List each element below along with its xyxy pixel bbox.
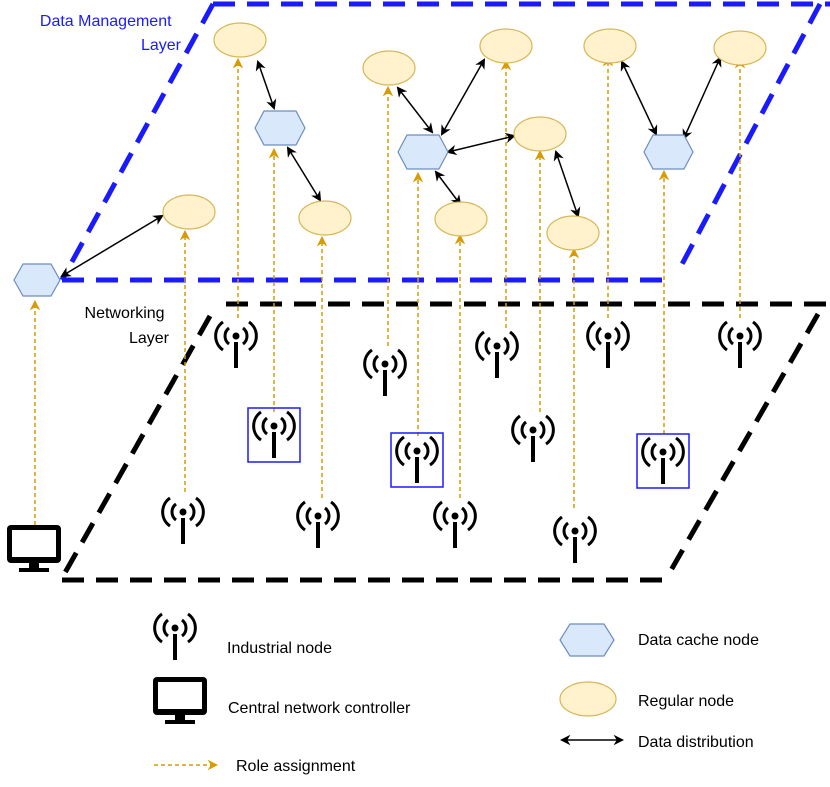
role-assignment-arrows bbox=[29, 55, 746, 525]
legend-industrial-node-label: Industrial node bbox=[227, 640, 332, 657]
antenna-icon bbox=[474, 330, 520, 380]
data-link bbox=[445, 132, 517, 156]
data-link bbox=[255, 60, 277, 110]
legend-regular-node-label: Regular node bbox=[638, 693, 734, 710]
networking-layer-label: Networking Layer bbox=[85, 305, 170, 347]
data-cache-nodes bbox=[13, 110, 694, 297]
monitor-icon bbox=[7, 525, 61, 572]
data-link bbox=[682, 56, 722, 140]
data-link bbox=[396, 86, 434, 134]
legend-controller-label: Central network controller bbox=[228, 700, 411, 717]
regular-node bbox=[213, 22, 267, 58]
antenna-icon bbox=[717, 320, 763, 370]
data-management-layer-plane bbox=[59, 1, 830, 283]
antenna-icon bbox=[160, 496, 206, 546]
data-cache-node bbox=[643, 134, 694, 170]
legend-monitor-icon bbox=[153, 677, 207, 724]
legend-data-distribution-label: Data distribution bbox=[638, 734, 754, 751]
regular-node bbox=[713, 30, 767, 66]
regular-nodes bbox=[162, 22, 767, 251]
antenna-icon bbox=[213, 320, 259, 370]
regular-node bbox=[434, 201, 488, 237]
cache-role-boxes bbox=[247, 407, 690, 489]
legend-antenna-icon bbox=[152, 612, 198, 662]
antenna-icon bbox=[510, 414, 556, 464]
data-management-layer-label-line1: Data Management bbox=[40, 13, 172, 30]
data-management-layer-label: Data Management Layer bbox=[40, 13, 182, 54]
antenna-icon bbox=[394, 435, 440, 485]
antenna-icon bbox=[552, 515, 598, 565]
data-link bbox=[286, 146, 322, 202]
regular-node bbox=[546, 215, 600, 251]
regular-node bbox=[362, 50, 416, 86]
data-cache-node bbox=[13, 263, 61, 297]
regular-node bbox=[479, 28, 533, 64]
regular-node bbox=[583, 28, 637, 64]
data-link bbox=[440, 58, 486, 136]
networking-layer-label-line1: Networking bbox=[85, 305, 165, 322]
regular-node bbox=[162, 194, 216, 230]
data-management-layer-label-line2: Layer bbox=[141, 37, 182, 54]
regular-node bbox=[513, 116, 567, 152]
antenna-icon bbox=[640, 436, 686, 486]
data-distribution-arrows bbox=[60, 56, 722, 278]
data-cache-node bbox=[254, 110, 306, 146]
data-link bbox=[434, 170, 462, 206]
networking-layer-plane bbox=[59, 301, 826, 583]
antenna-icon bbox=[251, 410, 297, 460]
legend-data-cache-label: Data cache node bbox=[638, 632, 759, 649]
legend: Industrial node Central network controll… bbox=[152, 612, 759, 775]
regular-node bbox=[298, 200, 352, 236]
data-cache-node bbox=[397, 134, 449, 170]
industrial-nodes bbox=[160, 320, 763, 565]
legend-role-assignment-label: Role assignment bbox=[236, 758, 356, 775]
data-link bbox=[553, 150, 581, 218]
antenna-icon bbox=[295, 500, 341, 550]
antenna-icon bbox=[432, 500, 478, 550]
cache-role-box bbox=[636, 433, 690, 489]
cache-role-box bbox=[247, 407, 301, 463]
networking-layer-label-line2: Layer bbox=[129, 330, 170, 347]
legend-ellipse-icon bbox=[559, 681, 617, 717]
antenna-icon bbox=[362, 348, 408, 398]
legend-hexagon-icon bbox=[559, 623, 615, 657]
data-link bbox=[620, 60, 658, 136]
cache-role-box bbox=[390, 432, 444, 488]
data-link bbox=[60, 214, 164, 278]
antenna-icon bbox=[585, 320, 631, 370]
